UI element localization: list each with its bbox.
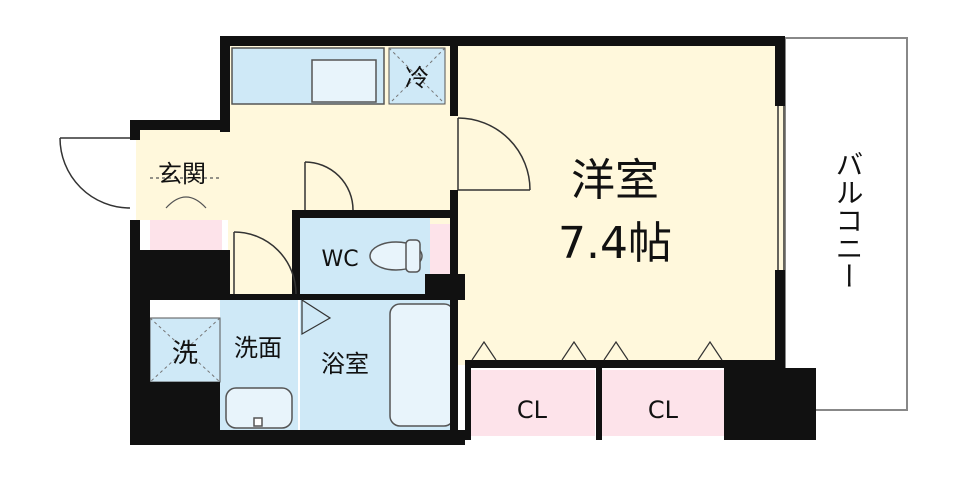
- wc-label: WC: [321, 247, 358, 272]
- shoe-cabinet: [150, 177, 222, 209]
- closet-left-label: CL: [517, 396, 548, 424]
- washer-label: 洗: [172, 339, 198, 369]
- entrance-label: 玄関: [158, 160, 206, 188]
- western-room-size: 7.4帖: [558, 218, 672, 269]
- doors: [59, 106, 785, 295]
- walls: [130, 36, 816, 445]
- washroom-label: 洗面: [234, 334, 282, 362]
- fridge-label: 冷: [405, 64, 429, 92]
- storage-areas: [150, 220, 724, 436]
- closet-doors: [301, 299, 723, 361]
- western-room-label: 洋室: [571, 155, 659, 206]
- closet-right-label: CL: [648, 396, 679, 424]
- wet-areas: [149, 47, 458, 435]
- balcony-label: バルコニー: [832, 150, 865, 290]
- fixtures: [225, 239, 423, 429]
- balcony: [784, 37, 908, 411]
- bathroom-label: 浴室: [321, 350, 369, 378]
